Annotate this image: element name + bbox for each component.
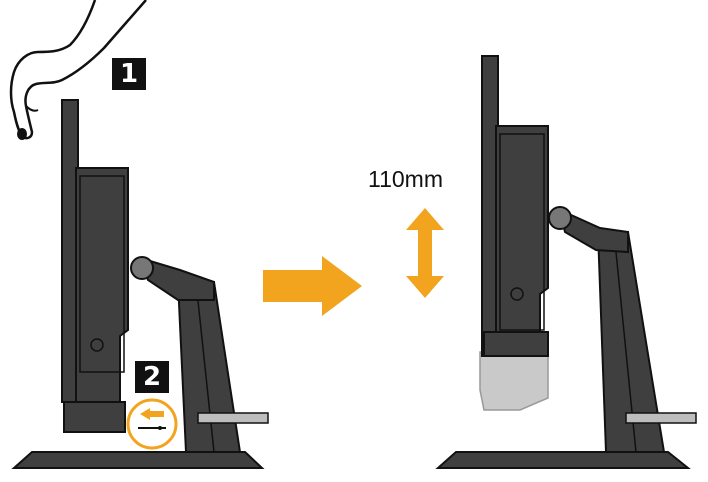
left-monitor-back [75, 167, 129, 403]
right-hinge-knob [548, 206, 572, 230]
lowered-position-ghost [479, 351, 549, 411]
left-stand-base [11, 451, 265, 469]
step-1-badge: 1 [112, 58, 146, 90]
release-latch-icon [126, 398, 178, 450]
left-monitor-assembly [11, 99, 269, 469]
right-stand-arm [558, 208, 629, 254]
right-latch-lever [625, 412, 697, 424]
step-2-badge: 2 [135, 361, 169, 393]
left-bottom-bracket [63, 401, 126, 433]
hand-press-icon [9, 0, 147, 140]
right-monitor-assembly [435, 55, 697, 469]
right-monitor-back [495, 125, 549, 353]
right-arrow-icon [263, 256, 362, 316]
right-stand-base [435, 451, 691, 469]
height-range-label: 110mm [368, 166, 443, 192]
up-down-arrow-icon [406, 208, 444, 298]
left-hinge-knob [130, 256, 154, 280]
right-bottom-bracket [483, 331, 549, 357]
left-stand-arm [138, 256, 215, 301]
left-stand-column [176, 281, 242, 453]
left-latch-lever [197, 412, 269, 424]
